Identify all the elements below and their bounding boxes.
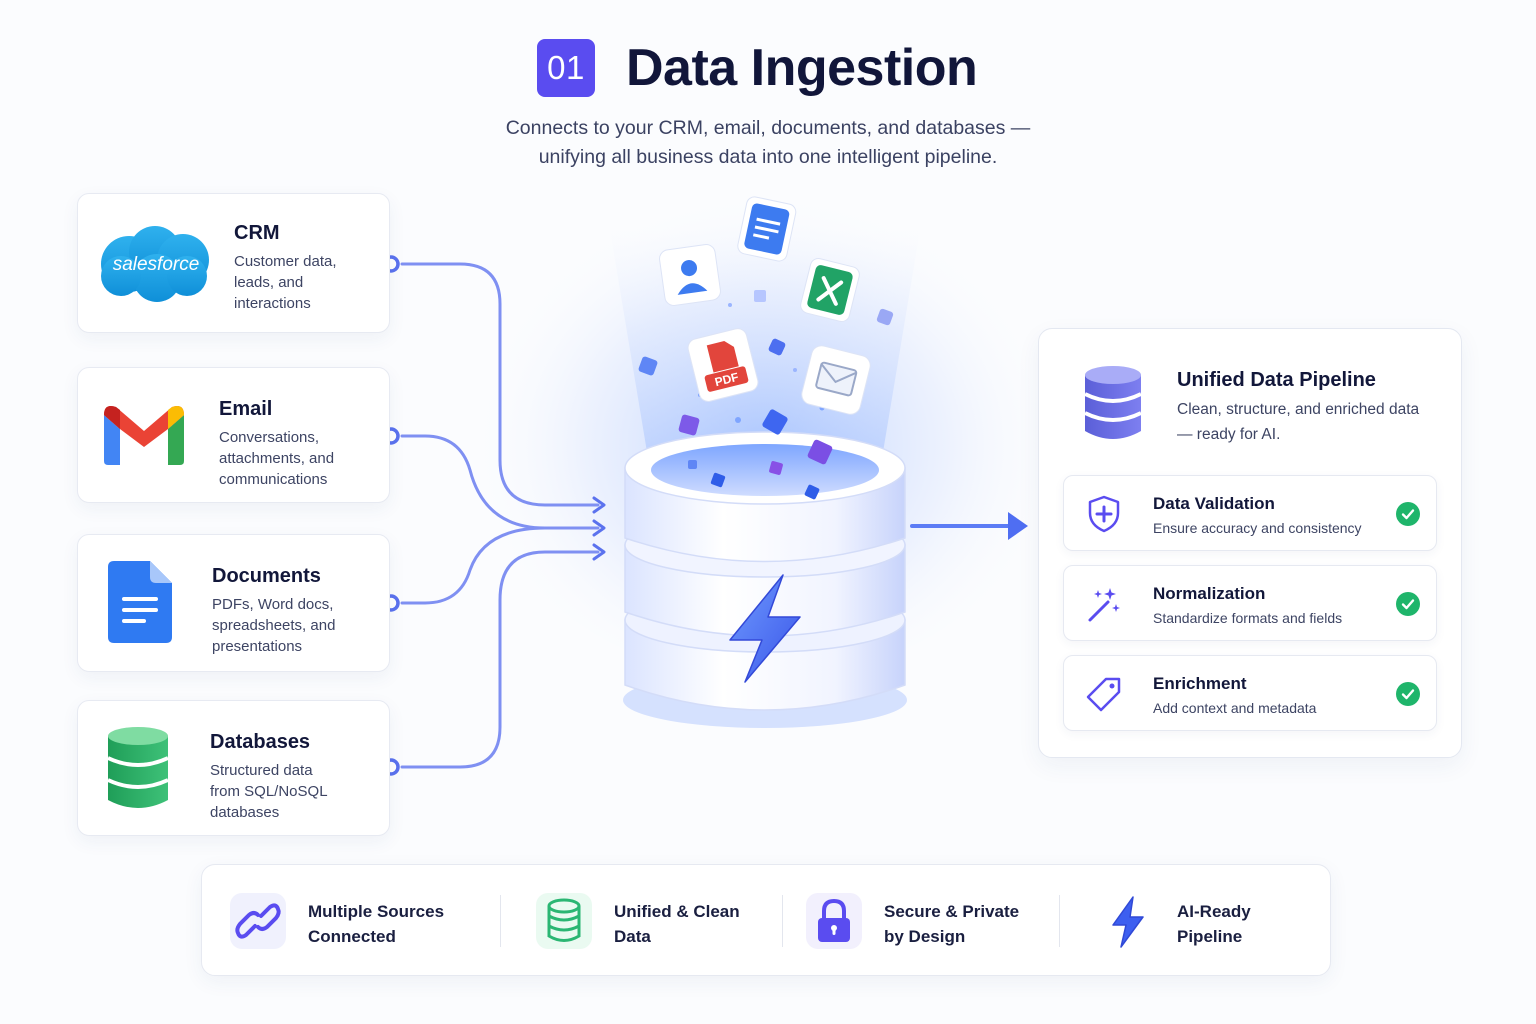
tag-icon	[1086, 674, 1122, 714]
step-normalization[interactable]: Normalization Standardize formats and fi…	[1063, 565, 1437, 641]
documents-connector	[400, 526, 547, 605]
pdf-icon: PDF	[687, 328, 759, 402]
contact-icon	[659, 244, 721, 306]
source-desc-line: communications	[219, 471, 328, 488]
source-name: Email	[219, 398, 273, 420]
databases-text: Databases Structured data from SQL/NoSQL…	[210, 731, 328, 823]
feature-divider	[500, 895, 501, 947]
step-desc: Add context and metadata	[1153, 700, 1317, 716]
feature-divider	[1059, 895, 1060, 947]
feature-label-line: Multiple Sources	[308, 902, 445, 921]
source-desc-line: Customer data,	[234, 253, 337, 270]
databases-connector	[400, 550, 600, 769]
source-name: Documents	[212, 565, 321, 587]
pipeline-database-icon	[1083, 365, 1143, 441]
crm-connector	[400, 262, 600, 507]
step-number-badge: 01	[537, 39, 595, 97]
step-name: Enrichment	[1153, 674, 1247, 693]
feature-label-line: AI-Ready	[1177, 902, 1251, 921]
data-particles	[638, 290, 894, 500]
feature-label-line: Connected	[308, 927, 396, 946]
page-title: Data Ingestion	[626, 39, 978, 97]
feature-label: Multiple Sources Connected	[308, 899, 444, 949]
source-card-crm[interactable]: salesforce CRM Customer data, leads, and…	[77, 193, 390, 333]
source-desc-line: from SQL/NoSQL	[210, 783, 328, 800]
feature-divider	[782, 895, 783, 947]
source-desc-line: leads, and	[234, 274, 304, 291]
link-icon	[230, 893, 286, 949]
check-icon	[1396, 592, 1420, 616]
step-enrichment[interactable]: Enrichment Add context and metadata	[1063, 655, 1437, 731]
source-desc-line: interactions	[234, 295, 311, 312]
email-text: Email Conversations, attachments, and co…	[219, 398, 334, 490]
check-icon	[1396, 682, 1420, 706]
email-connector	[400, 434, 600, 530]
output-arrow	[910, 512, 1028, 540]
gmail-icon	[102, 401, 186, 467]
database-icon	[536, 893, 592, 949]
lock-icon	[806, 893, 862, 949]
feature-label: AI-Ready Pipeline	[1177, 899, 1251, 949]
crm-text: CRM Customer data, leads, and interactio…	[234, 222, 337, 314]
step-desc: Standardize formats and fields	[1153, 610, 1343, 626]
source-desc-line: databases	[210, 804, 280, 821]
source-card-databases[interactable]: Databases Structured data from SQL/NoSQL…	[77, 700, 390, 836]
page-subtitle: Connects to your CRM, email, documents, …	[450, 114, 1086, 172]
unified-pipeline-panel: Unified Data Pipeline Clean, structure, …	[1038, 328, 1462, 758]
step-name: Data Validation	[1153, 494, 1275, 513]
feature-label-line: Unified & Clean	[614, 902, 740, 921]
step-name: Normalization	[1153, 584, 1266, 603]
google-docs-icon	[108, 561, 172, 643]
source-desc-line: spreadsheets, and	[212, 617, 336, 634]
pdf-label: PDF	[713, 370, 740, 389]
source-desc-line: PDFs, Word docs,	[212, 596, 334, 613]
feature-label: Unified & Clean Data	[614, 899, 740, 949]
source-name: Databases	[210, 731, 311, 753]
source-desc-line: attachments, and	[219, 450, 335, 467]
magic-wand-icon	[1086, 584, 1122, 624]
lightning-icon	[1099, 893, 1155, 949]
step-data-validation[interactable]: Data Validation Ensure accuracy and cons…	[1063, 475, 1437, 551]
source-card-documents[interactable]: Documents PDFs, Word docs, spreadsheets,…	[77, 534, 390, 672]
shield-icon	[1086, 494, 1122, 534]
green-database-icon	[106, 726, 170, 810]
feature-label-line: Secure & Private	[884, 902, 1020, 921]
pipeline-title: Unified Data Pipeline	[1177, 369, 1376, 391]
source-desc-line: presentations	[212, 638, 303, 655]
step-desc: Ensure accuracy and consistency	[1153, 520, 1362, 536]
mail-icon	[801, 345, 871, 415]
feature-label-line: by Design	[884, 927, 966, 946]
feature-bar: Multiple Sources Connected Unified & Cle…	[201, 864, 1331, 976]
document-icon	[737, 196, 797, 262]
salesforce-logo-text: salesforce	[113, 254, 200, 275]
source-desc-line: Structured data	[210, 762, 313, 779]
check-icon	[1396, 502, 1420, 526]
salesforce-cloud-icon: salesforce	[99, 224, 213, 304]
feature-label-line: Data	[614, 927, 651, 946]
connector-nodes	[382, 255, 400, 776]
excel-icon	[800, 257, 860, 323]
source-card-email[interactable]: Email Conversations, attachments, and co…	[77, 367, 390, 503]
source-desc-line: Conversations,	[219, 429, 320, 446]
central-data-hub	[623, 431, 907, 728]
subtitle-line-1: Connects to your CRM, email, documents, …	[505, 117, 1031, 139]
feature-label: Secure & Private by Design	[884, 899, 1019, 949]
feature-label-line: Pipeline	[1177, 927, 1243, 946]
source-connectors	[400, 262, 600, 769]
connector-arrowheads	[592, 496, 606, 561]
lightning-bolt-icon	[729, 574, 801, 683]
pipeline-description: Clean, structure, and enriched data — re…	[1177, 401, 1420, 443]
source-name: CRM	[234, 222, 280, 244]
subtitle-line-2: unifying all business data into one inte…	[538, 146, 998, 168]
documents-text: Documents PDFs, Word docs, spreadsheets,…	[212, 565, 335, 657]
